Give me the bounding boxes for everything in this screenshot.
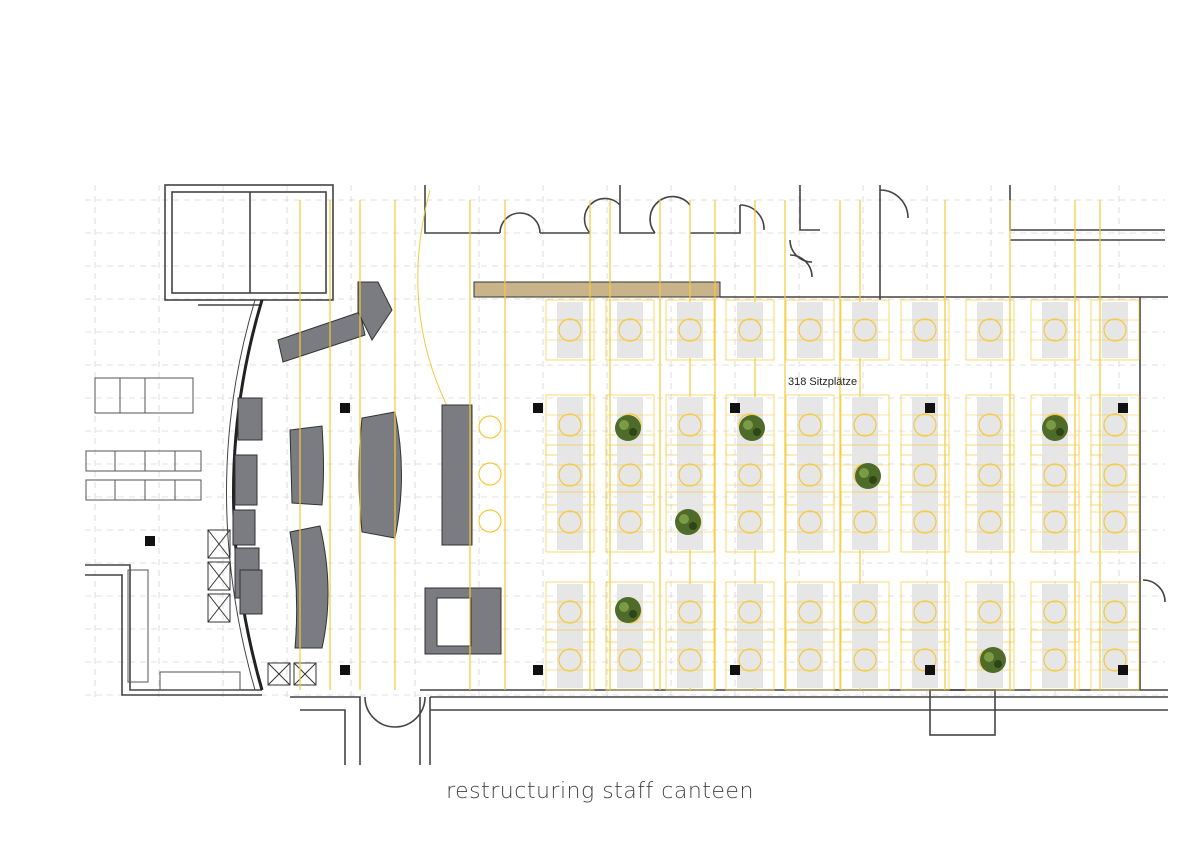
table-group bbox=[900, 581, 950, 643]
column bbox=[730, 665, 740, 675]
table-group bbox=[725, 491, 775, 553]
table-group bbox=[840, 629, 890, 691]
table-group bbox=[965, 491, 1015, 553]
table-group bbox=[665, 444, 715, 506]
structural-columns bbox=[145, 403, 1128, 675]
table-group bbox=[1090, 581, 1140, 643]
table-group bbox=[785, 629, 835, 691]
table-group bbox=[965, 394, 1015, 456]
bar-stools bbox=[478, 415, 502, 533]
table-group bbox=[1090, 629, 1140, 691]
column bbox=[925, 403, 935, 413]
column bbox=[145, 536, 155, 546]
column bbox=[340, 403, 350, 413]
table-group bbox=[545, 444, 595, 506]
table-group bbox=[840, 394, 890, 456]
table-group bbox=[605, 491, 655, 553]
table-group bbox=[900, 299, 950, 361]
plan-caption: restructuring staff canteen bbox=[446, 779, 754, 804]
table-group bbox=[725, 629, 775, 691]
table-group bbox=[545, 491, 595, 553]
plant bbox=[615, 597, 641, 623]
table-group bbox=[725, 581, 775, 643]
table-group bbox=[840, 581, 890, 643]
plant bbox=[615, 415, 641, 441]
table-group bbox=[1030, 299, 1080, 361]
column bbox=[1118, 665, 1128, 675]
servery-counter-voids bbox=[436, 597, 472, 647]
table-group bbox=[840, 299, 890, 361]
table-group bbox=[900, 491, 950, 553]
table-group bbox=[665, 629, 715, 691]
table-group bbox=[725, 299, 775, 361]
table-group bbox=[965, 299, 1015, 361]
column bbox=[340, 665, 350, 675]
dining-tables bbox=[545, 299, 1140, 691]
table-group bbox=[1030, 491, 1080, 553]
table-group bbox=[785, 394, 835, 456]
table-group bbox=[1090, 444, 1140, 506]
table-group bbox=[785, 491, 835, 553]
table-group bbox=[785, 299, 835, 361]
table-group bbox=[665, 394, 715, 456]
column bbox=[925, 665, 935, 675]
table-group bbox=[725, 444, 775, 506]
table-group bbox=[840, 491, 890, 553]
table-group bbox=[900, 444, 950, 506]
table-group bbox=[1030, 629, 1080, 691]
table-group bbox=[545, 299, 595, 361]
table-group bbox=[785, 581, 835, 643]
column bbox=[730, 403, 740, 413]
plant bbox=[1042, 415, 1068, 441]
kitchen-equipment bbox=[85, 377, 241, 691]
plant bbox=[855, 463, 881, 489]
potted-plants bbox=[615, 415, 1068, 673]
table-group bbox=[1030, 581, 1080, 643]
column bbox=[533, 665, 543, 675]
table-group bbox=[965, 581, 1015, 643]
seating-capacity-label: 318 Sitzplätze bbox=[788, 376, 858, 388]
table-group bbox=[1030, 444, 1080, 506]
wooden-shelf bbox=[473, 281, 721, 298]
table-group bbox=[605, 629, 655, 691]
table-group bbox=[545, 394, 595, 456]
table-group bbox=[605, 299, 655, 361]
column bbox=[533, 403, 543, 413]
plant bbox=[675, 509, 701, 535]
table-group bbox=[545, 581, 595, 643]
plant bbox=[739, 415, 765, 441]
table-group bbox=[1090, 299, 1140, 361]
table-group bbox=[1090, 394, 1140, 456]
table-group bbox=[900, 629, 950, 691]
plant bbox=[980, 647, 1006, 673]
table-group bbox=[665, 299, 715, 361]
table-group bbox=[605, 444, 655, 506]
crates bbox=[207, 529, 317, 686]
table-group bbox=[785, 444, 835, 506]
servery-curved-wall bbox=[226, 189, 461, 691]
table-group bbox=[1090, 491, 1140, 553]
column bbox=[1118, 403, 1128, 413]
table-group bbox=[545, 629, 595, 691]
table-group bbox=[665, 581, 715, 643]
